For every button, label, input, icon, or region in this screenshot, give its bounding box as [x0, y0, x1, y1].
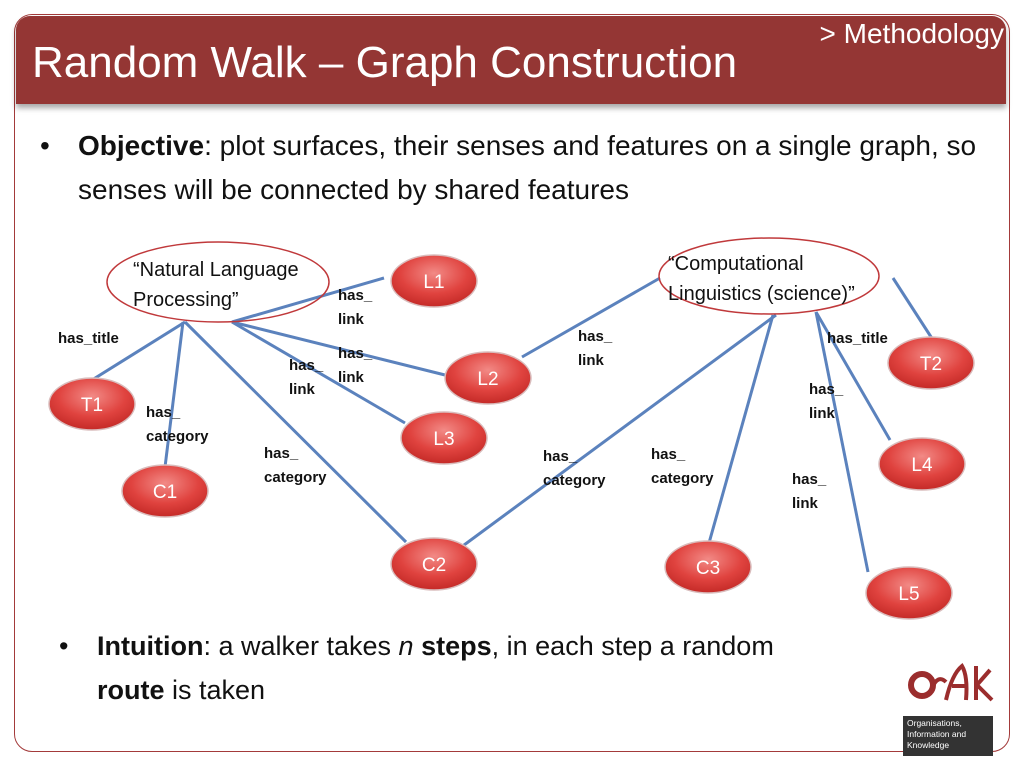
surface-label: Processing” — [133, 289, 239, 311]
node-t1[interactable]: T1 — [48, 377, 136, 431]
node-shape — [878, 437, 966, 491]
node-shape — [400, 411, 488, 465]
node-label: T2 — [920, 354, 942, 375]
edge-label: has_ — [651, 446, 686, 463]
node-c2[interactable]: C2 — [390, 537, 478, 591]
intuition-bullet: • Intuition: a walker takes n steps, in … — [59, 624, 837, 712]
node-label: L5 — [898, 584, 919, 605]
edge-label: has_ — [338, 345, 373, 362]
edge-label: category — [543, 472, 606, 489]
edge-label: link — [289, 381, 315, 398]
edge-label: has_ — [289, 357, 324, 374]
node-shape — [887, 336, 975, 390]
edge-label: has_title — [827, 330, 888, 347]
edge-label: category — [264, 469, 327, 486]
edge-label: has_ — [578, 328, 613, 345]
intuition-n: n — [398, 631, 414, 661]
node-l4[interactable]: L4 — [878, 437, 966, 491]
logo-caption-line: Organisations, — [907, 718, 962, 728]
graph-edges — [91, 276, 935, 573]
edge-label: has_ — [543, 448, 578, 465]
node-label: T1 — [81, 395, 103, 416]
node-shape — [48, 377, 136, 431]
bullet-dot: • — [59, 631, 69, 661]
edge-cl-c3 — [707, 314, 775, 544]
surface-cl[interactable]: “Computational Linguistics (science)” — [658, 237, 880, 315]
node-shape — [390, 254, 478, 308]
oak-logo-icon — [908, 663, 994, 702]
surface-label: “Computational — [668, 253, 804, 275]
node-shape — [865, 566, 953, 620]
edge-cl-l4 — [814, 311, 892, 441]
edge-nlp-c1 — [163, 321, 185, 468]
intuition-steps: steps — [421, 631, 492, 661]
logo-caption-line: Information and — [907, 729, 967, 739]
edge-label: has_title — [58, 330, 119, 347]
logo-caption-line: Knowledge — [907, 740, 950, 750]
edge-label: has_ — [146, 404, 181, 421]
node-label: C3 — [696, 558, 720, 579]
edge-label: category — [146, 428, 209, 445]
edge-label: has_ — [264, 445, 299, 462]
objective-text: : plot surfaces, their senses and featur… — [78, 130, 977, 205]
edge-label: link — [809, 405, 835, 422]
edge-cl-l5 — [814, 311, 870, 573]
node-label: L2 — [477, 369, 498, 390]
surface-ellipse — [106, 241, 330, 323]
node-label: L4 — [911, 455, 933, 476]
node-shape — [444, 351, 532, 405]
node-shape — [664, 540, 752, 594]
intuition-text: is taken — [164, 675, 266, 705]
node-l3[interactable]: L3 — [400, 411, 488, 465]
edge-cl-c2 — [459, 313, 777, 550]
edge-nlp-l2 — [231, 320, 446, 377]
node-label: C1 — [153, 482, 177, 503]
surface-nlp[interactable]: “Natural Language Processing” — [106, 241, 330, 323]
intuition-text: : a walker takes — [203, 631, 399, 661]
node-c3[interactable]: C3 — [664, 540, 752, 594]
edge-label: link — [578, 352, 604, 369]
node-l2[interactable]: L2 — [444, 351, 532, 405]
node-c1[interactable]: C1 — [121, 464, 209, 518]
edge-label: link — [792, 495, 818, 512]
edge-nlp-l1 — [231, 276, 385, 324]
edge-label: has_ — [792, 471, 827, 488]
edge-label: has_ — [338, 287, 373, 304]
edge-label: link — [338, 311, 364, 328]
node-t2[interactable]: T2 — [887, 336, 975, 390]
node-label: C2 — [422, 555, 446, 576]
surface-label: “Natural Language — [133, 259, 299, 281]
slide-title: Random Walk – Graph Construction — [32, 38, 738, 87]
edge-nlp-t1 — [91, 320, 186, 382]
node-label: L1 — [423, 272, 444, 293]
node-label: L3 — [433, 429, 454, 450]
edge-nlp-c2 — [183, 320, 408, 544]
intuition-route: route — [97, 675, 165, 705]
edge-label: link — [338, 369, 364, 386]
edge-cl-t2 — [891, 277, 935, 341]
surface-ellipse — [658, 237, 880, 315]
node-l1[interactable]: L1 — [390, 254, 478, 308]
intuition-text: , in each step a random — [491, 631, 774, 661]
intuition-text — [414, 631, 422, 661]
edge-label: category — [651, 470, 714, 487]
node-l5[interactable]: L5 — [865, 566, 953, 620]
section-label: > Methodology — [819, 18, 1004, 49]
logo-caption: Organisations, Information and Knowledge — [903, 716, 993, 756]
node-shape — [390, 537, 478, 591]
node-shape — [121, 464, 209, 518]
edge-cl-l2 — [521, 276, 661, 359]
edge-labels: has_title has_ category has_ category ha… — [58, 287, 888, 512]
intuition-label: Intuition — [97, 631, 204, 661]
title-bar — [16, 16, 1006, 104]
edge-label: has_ — [809, 381, 844, 398]
objective-bullet: • Objective: plot surfaces, their senses… — [40, 124, 1008, 212]
slide-frame — [14, 14, 1010, 752]
surface-label: Linguistics (science)” — [668, 283, 855, 305]
graph-nodes: L1 L2 L3 T1 C1 C2 C3 T2 — [48, 254, 975, 620]
bullet-dot: • — [40, 130, 50, 161]
edge-nlp-l3 — [231, 320, 406, 425]
objective-label: Objective — [78, 130, 205, 161]
